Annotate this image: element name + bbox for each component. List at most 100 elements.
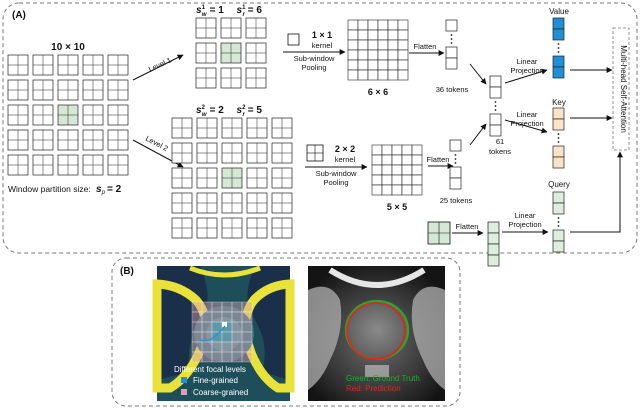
query-tokens xyxy=(552,191,565,253)
grid-cell xyxy=(381,164,393,176)
grid-cell xyxy=(387,39,399,51)
grid-cell xyxy=(377,29,389,41)
window-cell xyxy=(82,54,104,76)
window-cell xyxy=(196,167,218,189)
grid-cell xyxy=(367,69,379,81)
token xyxy=(489,113,502,126)
grid-cell xyxy=(357,39,369,51)
grid-cell xyxy=(347,29,359,41)
window-cell xyxy=(171,167,193,189)
green-label: Green: Ground Truth xyxy=(346,374,420,383)
grid6-title: 6 × 6 xyxy=(368,87,388,97)
grid-cell xyxy=(347,39,359,51)
token xyxy=(552,202,565,215)
grid-cell xyxy=(397,69,409,81)
proj-value-arrow xyxy=(504,68,548,84)
proj-key-arrow xyxy=(504,119,548,134)
grid-cell xyxy=(347,59,359,71)
panel-b-tag: (B) xyxy=(120,266,134,277)
window-cell xyxy=(82,154,104,176)
token xyxy=(552,55,565,68)
grid-cell xyxy=(357,19,369,31)
grid-cell xyxy=(367,49,379,61)
token xyxy=(487,232,500,245)
focal-cell xyxy=(231,351,243,363)
grid-cell xyxy=(397,59,409,71)
grid-cell xyxy=(347,49,359,61)
window-cell xyxy=(245,67,267,89)
token xyxy=(552,118,565,131)
kernel2-icon xyxy=(306,144,324,162)
window-cell xyxy=(57,154,79,176)
token xyxy=(445,57,458,70)
window-cell xyxy=(271,217,293,239)
kernel1-word: kernel xyxy=(312,41,333,50)
grid-cell xyxy=(377,19,389,31)
grid-cell xyxy=(387,69,399,81)
window-cell xyxy=(221,192,243,214)
grid-cell xyxy=(377,49,389,61)
proj2-label-b: Projection xyxy=(510,119,543,128)
focal-cell xyxy=(191,321,203,333)
window-cell xyxy=(196,117,218,139)
grid-cell xyxy=(411,154,423,166)
token xyxy=(552,145,565,158)
focal-cell xyxy=(211,341,223,353)
window-cell xyxy=(196,192,218,214)
pool2-label-b: Pooling xyxy=(323,178,348,187)
tokens61-word: tokens xyxy=(489,147,511,156)
token xyxy=(489,86,502,99)
grid10-title: 10 × 10 xyxy=(51,42,85,53)
window-cell xyxy=(171,217,193,239)
tokens61-num: 61 xyxy=(496,137,504,146)
grid-cell xyxy=(391,144,403,156)
grid-6x6 xyxy=(347,19,409,81)
window-cell xyxy=(7,129,29,151)
grid-cell xyxy=(377,39,389,51)
window-cell xyxy=(246,217,268,239)
token xyxy=(552,17,565,30)
focal-grid-overlay xyxy=(191,301,253,363)
token xyxy=(552,229,565,242)
ellipsis-dot xyxy=(557,221,560,223)
grid-cell xyxy=(371,174,383,186)
prediction-contour xyxy=(346,302,406,360)
panel-a-frame xyxy=(2,2,638,254)
grid-cell xyxy=(401,184,413,196)
token xyxy=(487,254,500,267)
focal-cell xyxy=(201,301,213,313)
window-cell xyxy=(221,217,243,239)
ellipsis-dot xyxy=(454,162,457,164)
concat-arrow-top xyxy=(469,63,487,85)
ellipsis-dot xyxy=(494,101,497,103)
grid-cell xyxy=(411,184,423,196)
focal-cell xyxy=(191,341,203,353)
window-cell xyxy=(246,167,268,189)
window-cell xyxy=(107,54,129,76)
legend-fine-label: Fine-grained xyxy=(193,376,238,385)
window-cell xyxy=(32,79,54,101)
grid-cell xyxy=(367,19,379,31)
focal-cell xyxy=(201,351,213,363)
window-cell xyxy=(107,154,129,176)
focal-cell xyxy=(201,311,213,323)
token xyxy=(552,28,565,41)
mhsa-box xyxy=(612,27,630,151)
grid-cell xyxy=(371,184,383,196)
grid-cell xyxy=(411,174,423,186)
window-cell xyxy=(246,117,268,139)
window-cell xyxy=(57,104,79,126)
query-input-tokens xyxy=(487,221,500,267)
window-cell xyxy=(171,142,193,164)
grid-cell xyxy=(397,29,409,41)
window-cell xyxy=(82,129,104,151)
grid-cell xyxy=(401,174,413,186)
grid-cell xyxy=(391,184,403,196)
proj2-label-a: Linear xyxy=(517,110,538,119)
grid-cell xyxy=(371,144,383,156)
focal-level-image xyxy=(152,265,295,401)
token xyxy=(489,75,502,88)
flatten1-label: Flatten xyxy=(414,42,437,51)
